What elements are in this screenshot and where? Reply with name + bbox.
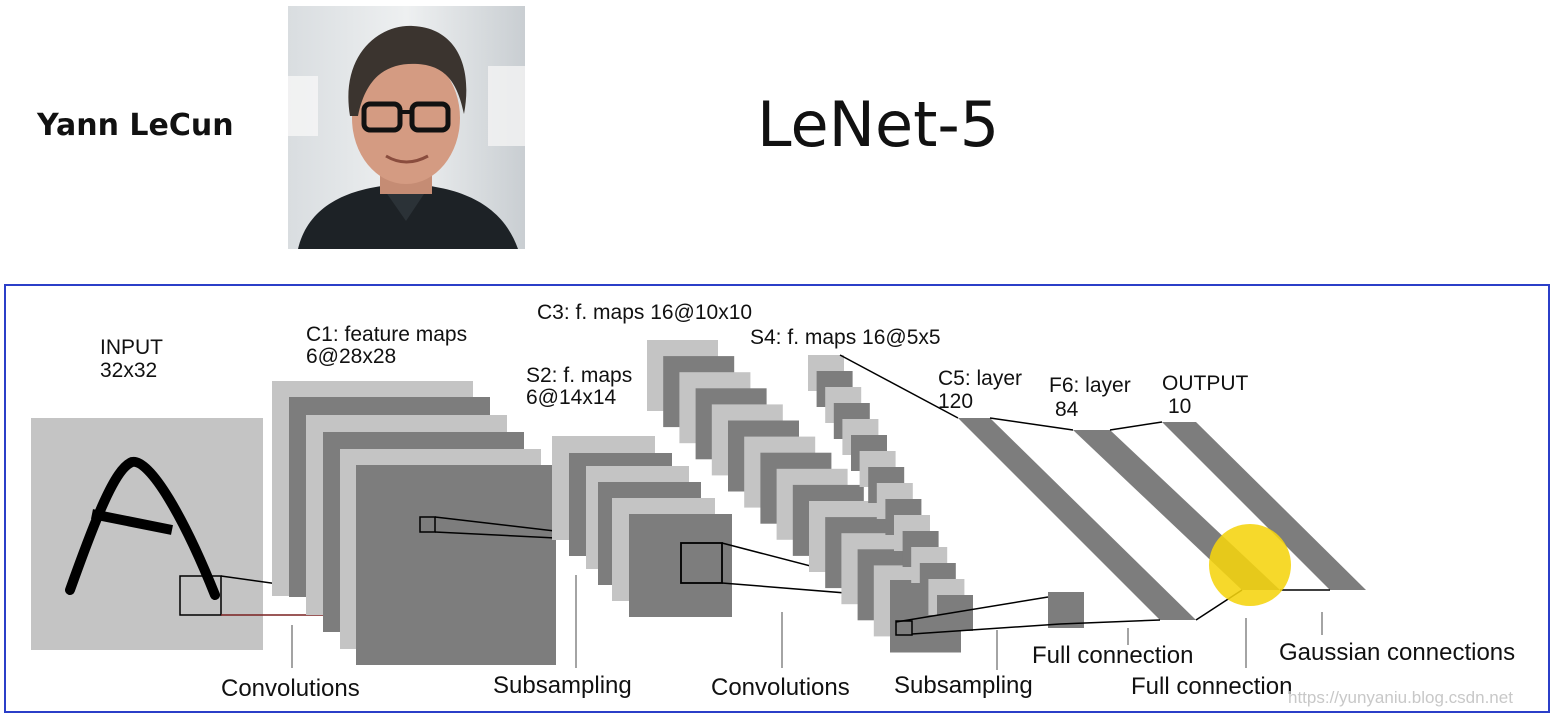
s4-feature-maps — [808, 355, 1084, 631]
label-output-size: 10 — [1168, 395, 1191, 418]
page-title: LeNet-5 — [757, 88, 1000, 161]
op-convolutions-2: Convolutions — [711, 674, 850, 701]
label-s2-size: 6@14x14 — [526, 386, 617, 409]
label-s2-name: S2: f. maps — [526, 364, 632, 387]
c5-layer — [958, 418, 1196, 620]
label-s4: S4: f. maps 16@5x5 — [750, 326, 941, 349]
input-letter-a — [65, 456, 220, 600]
op-subsampling-1: Subsampling — [493, 672, 632, 699]
label-output-name: OUTPUT — [1162, 372, 1249, 395]
label-c5-name: C5: layer — [938, 367, 1022, 390]
op-subsampling-2: Subsampling — [894, 672, 1033, 699]
label-c5-size: 120 — [938, 390, 973, 413]
label-c1-size: 6@28x28 — [306, 345, 396, 368]
s4-map — [1048, 592, 1084, 628]
label-c1-name: C1: feature maps — [306, 323, 467, 346]
label-c3: C3: f. maps 16@10x10 — [537, 301, 752, 324]
label-f6-size: 84 — [1055, 398, 1079, 421]
author-name: Yann LeCun — [37, 108, 234, 143]
output-layer — [1162, 422, 1366, 590]
diagram-frame — [4, 284, 1550, 713]
op-convolutions-1: Convolutions — [221, 675, 360, 702]
op-full-connection-1: Full connection — [1032, 642, 1193, 669]
label-input-size: 32x32 — [100, 359, 157, 382]
input-map — [31, 418, 263, 650]
s2-feature-maps — [552, 436, 732, 617]
author-portrait — [288, 6, 525, 249]
op-full-connection-2: Full connection — [1131, 673, 1292, 700]
op-gaussian-connections: Gaussian connections — [1279, 639, 1515, 666]
c1-feature-maps — [272, 381, 556, 665]
watermark: https://yunyaniu.blog.csdn.net — [1288, 688, 1513, 707]
label-input-name: INPUT — [100, 336, 163, 359]
highlight-marker — [1209, 524, 1291, 606]
label-f6-name: F6: layer — [1049, 374, 1131, 397]
